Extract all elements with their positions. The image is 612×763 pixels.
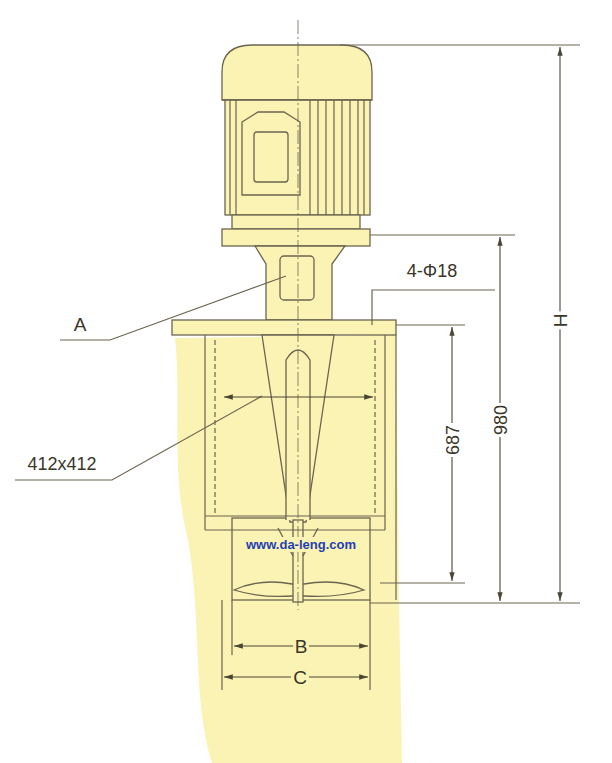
dimension-label: 980 bbox=[491, 403, 511, 437]
dimension-label: 412x412 bbox=[25, 454, 98, 474]
dimension-label: 687 bbox=[443, 423, 463, 457]
dimension-label: C bbox=[291, 667, 309, 688]
dimension-label: B bbox=[293, 636, 310, 657]
part-label: A bbox=[72, 314, 89, 335]
hole-callout: 4-Φ18 bbox=[405, 261, 459, 281]
dimension-label: H bbox=[550, 311, 571, 329]
watermark: www.da-leng.com bbox=[244, 537, 358, 552]
